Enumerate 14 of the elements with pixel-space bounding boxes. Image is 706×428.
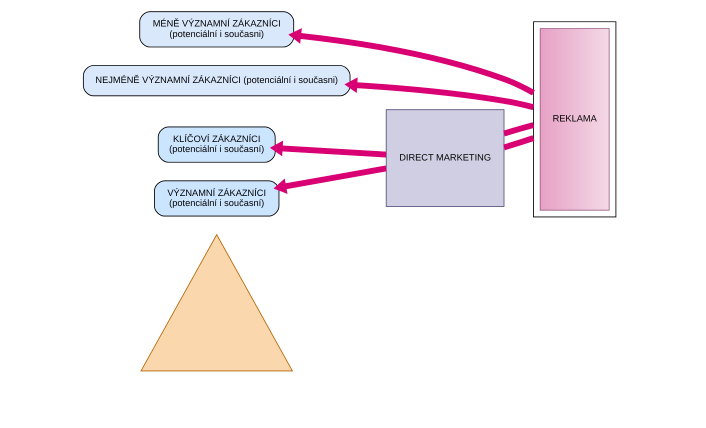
node-box: DIRECT MARKETING: [386, 109, 504, 207]
arrow: [288, 28, 535, 96]
node-box: KLÍČOVÍ ZÁKAZNÍCI (potenciální i současní): [158, 126, 276, 163]
node-box: VÝZNAMNÍ ZÁKAZNÍCI (potenciální i současní): [154, 180, 280, 217]
connector: [503, 122, 534, 136]
node-triangle: [140, 234, 294, 372]
node-box: NEJMÉNĚ VÝZNAMNÍ ZÁKAZNÍCI (potenciální i současni): [82, 65, 350, 96]
arrow: [274, 166, 387, 194]
arrow: [344, 77, 534, 110]
cluster: [533, 21, 616, 218]
arrow: [270, 140, 386, 158]
connector: [503, 135, 534, 150]
node-box: MÉNĚ VÝZNAMNÍ ZÁKAZNÍCI (potenciální i současni): [139, 11, 294, 48]
node-box: REKLAMA: [540, 28, 610, 211]
